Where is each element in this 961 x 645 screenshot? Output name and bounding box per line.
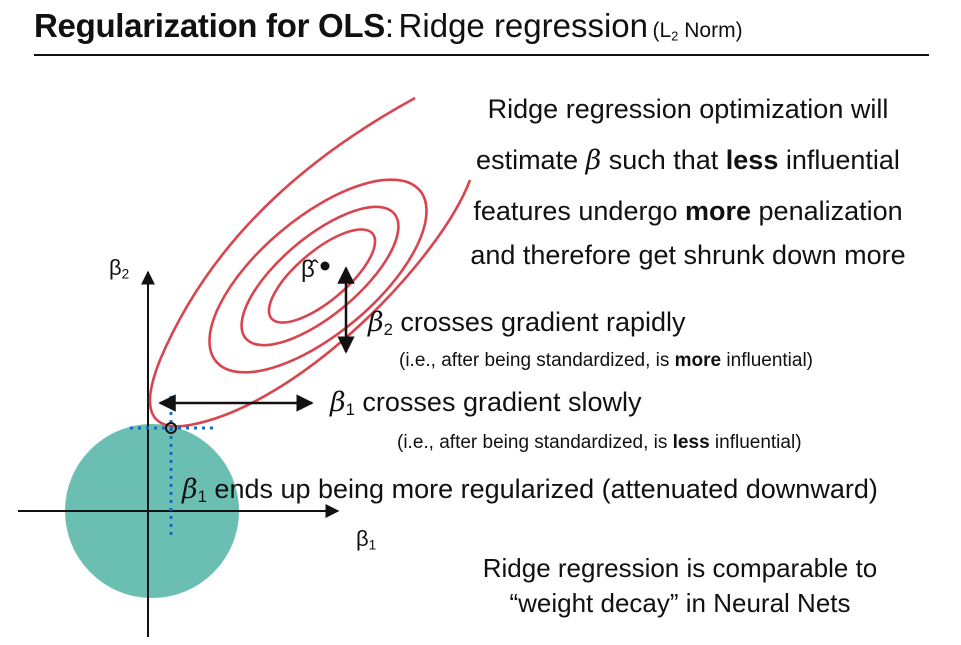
title-rest: Ridge regression [398, 7, 649, 44]
slide-title: Regularization for OLS: Ridge regression… [34, 4, 929, 56]
beta2-label: β2 crosses gradient rapidly [368, 307, 686, 340]
beta-hat-dot [320, 261, 330, 271]
description-line-1: Ridge regression optimization will [487, 94, 889, 124]
footer-line-2: “weight decay” in Neural Nets [509, 588, 851, 618]
beta1-note: (i.e., after being standardized, is less… [397, 432, 802, 453]
description-line-2: estimate β such that less influential [476, 145, 900, 176]
beta2-note: (i.e., after being standardized, is more… [399, 350, 814, 371]
contour-outer [148, 96, 472, 428]
description-line-3: features undergo more penalization [473, 196, 903, 226]
contour-2 [240, 205, 400, 347]
conclusion-text: β1 ends up being more regularized (atten… [182, 474, 878, 507]
contour-3 [208, 178, 428, 374]
ridge-solution-point [165, 422, 177, 434]
x-axis-label: β1 [356, 526, 377, 553]
title-norm: (L2 Norm) [652, 19, 743, 44]
footer-line-1: Ridge regression is comparable to [482, 553, 878, 583]
y-axis-label: β2 [109, 255, 130, 282]
beta-hat-label: β̂ [301, 256, 315, 283]
beta1-label: β1 crosses gradient slowly [330, 387, 642, 420]
title-colon: : [384, 7, 395, 44]
description-line-4: and therefore get shrunk down more [470, 240, 906, 270]
title-bold: Regularization for OLS [34, 7, 385, 44]
